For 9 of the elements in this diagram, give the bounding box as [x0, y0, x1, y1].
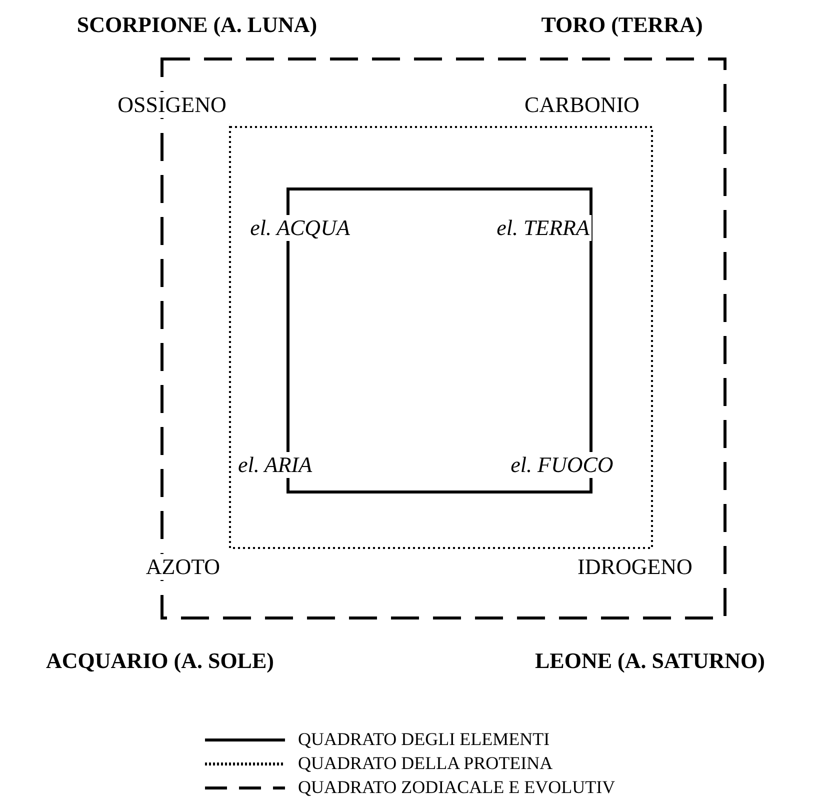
corner-label: el. FUOCO — [508, 452, 616, 478]
corner-label: el. TERRA — [494, 215, 592, 241]
corner-label: el. ACQUA — [248, 215, 352, 241]
legend-text: QUADRATO ZODIACALE E EVOLUTIV — [298, 776, 616, 798]
legend-text: QUADRATO DEGLI ELEMENTI — [298, 728, 550, 750]
corner-label: OSSIGENO — [116, 92, 228, 118]
legend-text: QUADRATO DELLA PROTEINA — [298, 752, 553, 774]
corner-label: el. ARIA — [236, 452, 314, 478]
corner-label: AZOTO — [144, 554, 222, 580]
